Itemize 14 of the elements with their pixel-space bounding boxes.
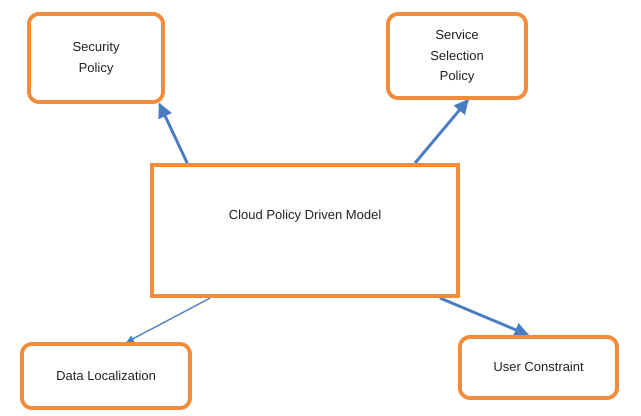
node-label: User Constraint [493, 358, 584, 376]
model-box [150, 163, 460, 298]
policy-box [458, 335, 619, 400]
arrow [126, 297, 210, 343]
policy-box [386, 12, 528, 100]
arrow [414, 98, 470, 164]
policy-box [27, 12, 165, 104]
arrow [439, 296, 530, 337]
node-label: Data Localization [56, 366, 156, 385]
arrow [158, 102, 189, 164]
node-label: Security Policy [72, 38, 120, 77]
node-label: Service Selection Policy [429, 26, 485, 86]
node-label: Cloud Policy Driven Model [228, 206, 382, 224]
policy-box [20, 342, 192, 410]
